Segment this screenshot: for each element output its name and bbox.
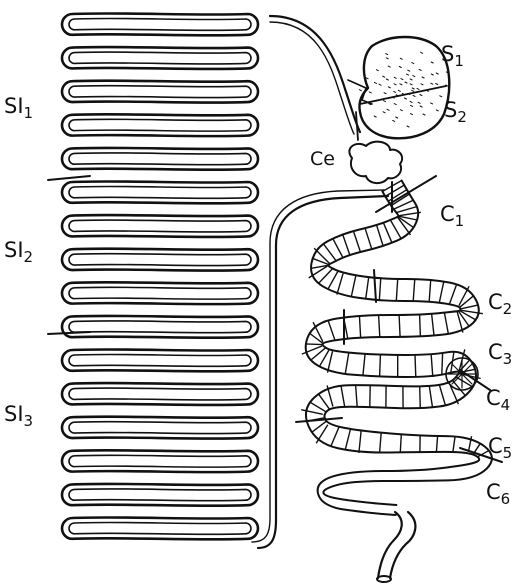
- small-intestine-inner-wall: [69, 18, 251, 534]
- label-s1: S1: [441, 44, 464, 65]
- colon-segment-rib: [345, 429, 350, 450]
- caecum: [349, 142, 402, 183]
- colon-segment-rib: [305, 344, 322, 345]
- small-intestine-outer-wall: [62, 13, 258, 539]
- stomach-cut-mark: [356, 112, 358, 140]
- colon-segment-rib: [331, 427, 339, 447]
- label-s2: S2: [444, 100, 467, 121]
- colon-segment-rib: [459, 286, 469, 305]
- colon-segment-rib: [379, 279, 380, 301]
- colon-segment-rib: [380, 433, 382, 453]
- colon-segment-rib: [436, 436, 437, 452]
- caecum-pouch-inner: [448, 360, 476, 388]
- label-si2: SI2: [4, 240, 33, 261]
- colon-segment-rib: [431, 355, 433, 377]
- colon-segment-rib: [377, 226, 384, 247]
- label-c5: C5: [488, 436, 512, 457]
- colon-segment-rib: [342, 234, 349, 255]
- colon-segment-rib: [460, 305, 478, 309]
- label-c3: C3: [488, 342, 512, 363]
- colon-segment-rib: [301, 410, 323, 415]
- colon-segment-rib: [400, 434, 401, 452]
- colon-segment-rib: [328, 271, 338, 289]
- label-si3: SI3: [4, 404, 33, 425]
- colon-segment-rib: [449, 284, 456, 304]
- colon-segment-rib: [413, 279, 415, 301]
- colon-segment-rib: [345, 353, 349, 375]
- colon-segment-rib: [312, 258, 329, 264]
- rectum: [378, 512, 402, 578]
- colon-segment-rib: [415, 355, 416, 377]
- label-si1: SI1: [4, 96, 33, 117]
- small-intestine: [62, 13, 258, 539]
- colon-segment-rib: [420, 387, 421, 409]
- colon-segment-rib: [399, 315, 400, 337]
- colon-segment-rib: [363, 354, 365, 376]
- colon-segment-rib: [396, 279, 397, 301]
- colon-segment-rib: [359, 431, 361, 453]
- colon-segment-rib: [366, 277, 369, 299]
- label-c1: C1: [440, 204, 464, 225]
- colon-segment-rib: [351, 275, 356, 296]
- colon-segment-rib: [379, 315, 380, 337]
- colon-segment-rib: [337, 273, 343, 294]
- intestine-to-caecum-tube: [258, 196, 388, 548]
- stomach-texture: [359, 52, 449, 127]
- colon-segment-rib: [429, 386, 432, 407]
- colon-segment-rib: [439, 385, 445, 406]
- colon-segment-rib: [398, 217, 411, 235]
- colon-segment-rib: [453, 436, 455, 452]
- colon-wall-b: [323, 181, 492, 506]
- label-ce: Ce: [310, 150, 335, 169]
- colon-segment-rib: [442, 353, 443, 375]
- colon-segment-rib: [333, 239, 343, 258]
- label-c6: C6: [486, 482, 510, 503]
- colon-segment-rib: [420, 315, 421, 337]
- colon-segment-rib: [356, 385, 358, 407]
- colon-segment-rib: [439, 282, 444, 303]
- colon-segment-rib: [328, 351, 333, 372]
- stomach-section-line: [360, 86, 446, 104]
- colon-segment-rib: [380, 355, 381, 377]
- colon-segment-rib: [457, 311, 463, 332]
- colon-segment-rib: [444, 313, 448, 335]
- colon-segment-rib: [432, 314, 434, 336]
- colon-segment-rib: [318, 394, 329, 410]
- colon-segment-rib: [385, 185, 404, 196]
- colon-segment-rib: [310, 402, 327, 412]
- si-mark-1: [48, 176, 90, 180]
- c2-mark: [374, 270, 376, 302]
- colon-segment-rib: [383, 223, 392, 243]
- stomach: [348, 37, 450, 140]
- colon-segment-rib: [328, 320, 335, 340]
- colon-segment-rib: [396, 207, 417, 213]
- label-c4: C4: [486, 388, 510, 409]
- anus: [377, 576, 391, 582]
- colon-segment-rib: [429, 279, 431, 301]
- colon-segment-rib: [390, 220, 401, 239]
- colon-segment-rib: [341, 385, 345, 406]
- colon-segment-rib: [365, 228, 372, 249]
- si-mark-2: [48, 332, 90, 334]
- colon-segment-rib: [359, 315, 360, 337]
- colon-segment-rib: [353, 231, 360, 252]
- label-c2: C2: [488, 292, 512, 313]
